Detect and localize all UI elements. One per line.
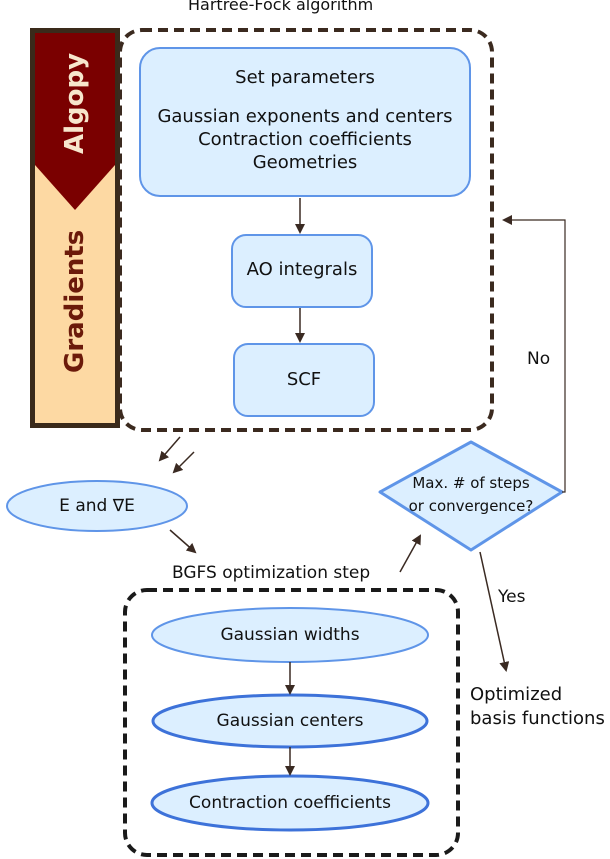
output-line-2: basis functions <box>470 708 605 729</box>
energy-gradient-node <box>6 480 188 532</box>
decision-line-1: Max. # of steps <box>412 474 530 492</box>
set-parameters-line-geometries: Geometries <box>252 152 358 173</box>
optimization-container <box>123 588 460 857</box>
arrow-energy-to-bgfs <box>169 529 197 554</box>
set-parameters-heading: Set parameters <box>235 67 375 88</box>
arrow-bgfs-to-decision <box>399 534 421 573</box>
decision-diamond <box>378 440 564 552</box>
step-gaussian-widths-label: Gaussian widths <box>220 625 360 645</box>
step-gaussian-centers-label: Gaussian centers <box>216 711 364 731</box>
scf-box <box>233 343 375 417</box>
set-parameters-line-exponents: Gaussian exponents and centers <box>157 106 453 127</box>
step-contraction-coefficients-label: Contraction coefficients <box>189 793 391 813</box>
output-line-1: Optimized <box>470 684 563 705</box>
yes-label: Yes <box>498 587 526 607</box>
arrow-hf-to-energy-1 <box>158 436 181 462</box>
bgfs-step-label: BGFS optimization step <box>172 563 371 583</box>
step-contraction-coefficients <box>150 774 430 832</box>
ao-integrals-box <box>231 234 373 308</box>
hartree-fock-container <box>118 28 494 432</box>
energy-gradient-label: E and ∇E <box>59 496 135 516</box>
arrow-yes-to-output <box>479 551 510 672</box>
arrow-hf-to-energy-2 <box>172 451 195 474</box>
diagram-title: Hartree-Fock algorithm <box>188 0 374 14</box>
no-label: No <box>527 349 551 369</box>
set-parameters-line-coefficients: Contraction coefficients <box>198 129 412 150</box>
sidebar-label-algopy: Algopy <box>60 52 90 154</box>
sidebar-bar <box>30 28 120 428</box>
scf-label: SCF <box>286 369 322 390</box>
decision-line-2: or convergence? <box>408 497 534 515</box>
arrow-no-loop <box>502 215 566 493</box>
sidebar-algopy-panel <box>35 33 115 210</box>
sidebar-label-gradients: Gradients <box>60 229 90 373</box>
set-parameters-box <box>139 47 471 197</box>
ao-integrals-label: AO integrals <box>246 259 358 280</box>
